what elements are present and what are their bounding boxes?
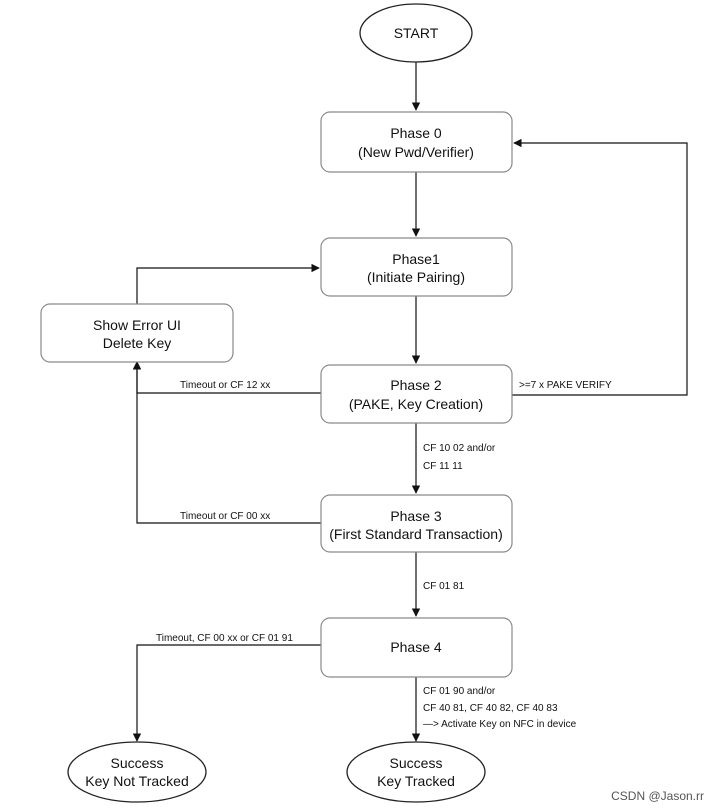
phase3-title: Phase 3 <box>390 508 442 524</box>
phase1-subtitle: (Initiate Pairing) <box>367 269 465 285</box>
edge-phase3-to-error <box>132 361 321 524</box>
success-not-tracked-ellipse <box>67 741 207 803</box>
node-phase0: Phase 0 (New Pwd/Verifier) <box>320 111 513 173</box>
edge-phase4-to-success-not-tracked <box>132 644 321 742</box>
success-not-tracked-subtitle: Key Not Tracked <box>85 773 189 789</box>
label-phase2-to-phase3-line1: CF 10 02 and/or <box>423 443 496 454</box>
success-tracked-title: Success <box>390 755 443 771</box>
error-title: Show Error UI <box>93 317 181 333</box>
label-phase4-to-tracked-line1: CF 01 90 and/or <box>423 686 496 697</box>
phase2-subtitle: (PAKE, Key Creation) <box>349 396 483 412</box>
edge-error-to-phase1 <box>136 263 320 304</box>
label-phase3-to-phase4: CF 01 81 <box>423 581 465 592</box>
phase4-box <box>320 617 513 678</box>
label-phase2-to-phase0: >=7 x PAKE VERIFY <box>519 380 612 391</box>
node-success-tracked: Success Key Tracked <box>346 741 486 803</box>
success-tracked-ellipse <box>346 741 486 803</box>
phase2-title: Phase 2 <box>390 377 442 393</box>
label-phase4-to-tracked-line3: —> Activate Key on NFC in device <box>423 719 577 730</box>
phase0-title: Phase 0 <box>390 125 442 141</box>
watermark: CSDN @Jason.rr <box>611 789 704 803</box>
error-box <box>40 303 234 363</box>
phase3-box <box>320 494 513 553</box>
node-phase3: Phase 3 (First Standard Transaction) <box>320 494 513 553</box>
success-not-tracked-title: Success <box>111 755 164 771</box>
phase2-box <box>320 364 513 424</box>
phase3-subtitle: (First Standard Transaction) <box>329 526 503 542</box>
edges <box>132 62 688 742</box>
phase0-box <box>320 111 513 173</box>
label-phase2-to-error: Timeout or CF 12 xx <box>180 380 270 391</box>
label-phase4-to-not-tracked: Timeout, CF 00 xx or CF 01 91 <box>156 633 293 644</box>
node-phase1: Phase1 (Initiate Pairing) <box>320 237 513 297</box>
start-ellipse <box>359 3 473 63</box>
edge-labels: Timeout or CF 12 xx >=7 x PAKE VERIFY CF… <box>156 380 612 730</box>
label-phase2-to-phase3-line2: CF 11 11 <box>423 461 463 472</box>
start-label: START <box>394 25 439 41</box>
node-success-not-tracked: Success Key Not Tracked <box>67 741 207 803</box>
label-phase3-to-error: Timeout or CF 00 xx <box>180 511 270 522</box>
label-phase4-to-tracked-line2: CF 40 81, CF 40 82, CF 40 83 <box>423 703 558 714</box>
success-tracked-subtitle: Key Tracked <box>377 773 455 789</box>
error-subtitle: Delete Key <box>103 335 171 351</box>
phase0-subtitle: (New Pwd/Verifier) <box>358 144 474 160</box>
edge-phase2-to-phase0 <box>512 138 688 396</box>
node-phase2: Phase 2 (PAKE, Key Creation) <box>320 364 513 424</box>
node-show-error: Show Error UI Delete Key <box>40 303 234 363</box>
phase1-title: Phase1 <box>392 251 440 267</box>
phase4-title: Phase 4 <box>390 639 442 655</box>
node-start: START <box>359 3 473 63</box>
node-phase4: Phase 4 <box>320 617 513 678</box>
phase1-box <box>320 237 513 297</box>
